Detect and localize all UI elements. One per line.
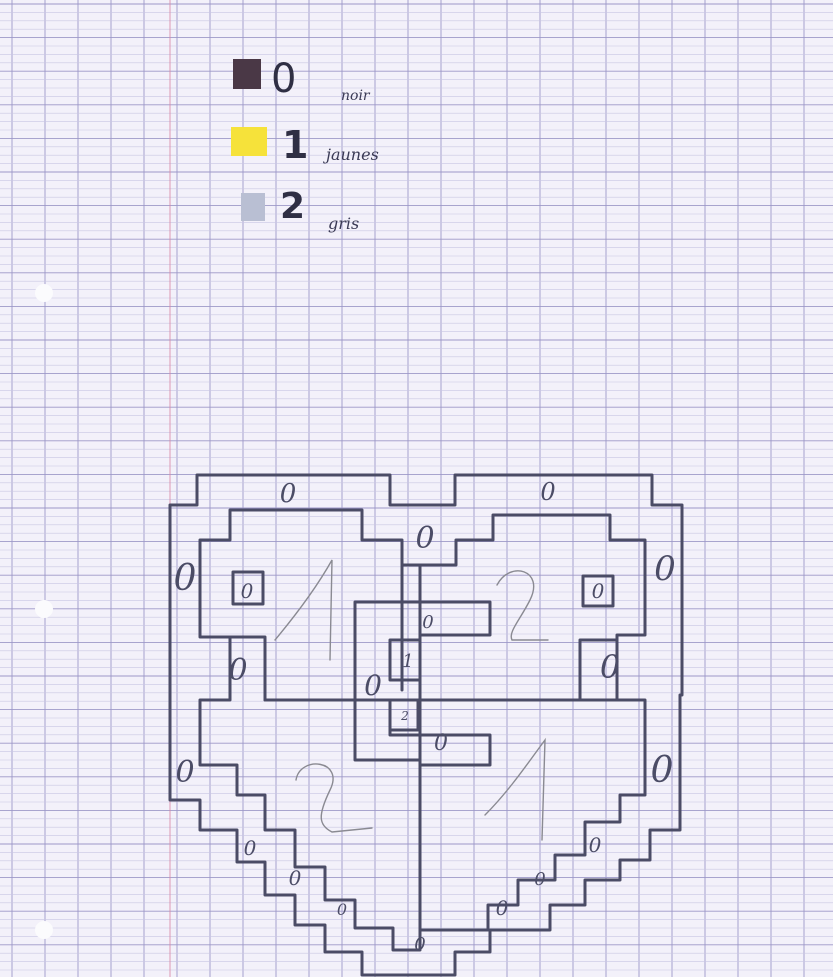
- cell-label-zero: 0: [289, 866, 302, 890]
- cell-label-zero: 0: [364, 669, 382, 702]
- legend-swatch-grey: [241, 193, 265, 221]
- cell-label-zero: 0: [414, 934, 425, 955]
- color-legend: 0 noir 1 jaunes 2 gris: [231, 56, 379, 233]
- cell-label-zero: 0: [415, 521, 434, 556]
- pencil-two-bottom: [296, 764, 372, 832]
- legend-number-0: 0: [271, 56, 296, 102]
- binder-hole-bottom: [35, 921, 53, 939]
- cell-label-zero: 0: [228, 653, 247, 688]
- legend-word-gris: gris: [328, 214, 359, 233]
- cell-label-zero: 0: [174, 558, 197, 599]
- legend-word-noir: noir: [341, 88, 371, 104]
- cell-label-zero: 0: [175, 755, 194, 790]
- legend-number-2: 2: [280, 186, 305, 227]
- cell-label-zero: 0: [600, 648, 620, 686]
- cell-label-zero: 0: [540, 478, 555, 506]
- cell-label-zero: 0: [337, 900, 347, 919]
- cell-label-zero: 0: [592, 579, 605, 603]
- binder-hole-middle: [35, 600, 53, 618]
- cell-label-zero: 0: [241, 579, 254, 603]
- cell-label-zero: 0: [496, 896, 509, 920]
- legend-number-1: 1: [282, 123, 308, 167]
- cell-label-zero: 0: [422, 612, 433, 633]
- cell-label-zero: 0: [280, 479, 297, 509]
- cell-label-zero: 0: [589, 833, 602, 857]
- cell-label-two: 2: [400, 709, 409, 723]
- cell-label-zero: 0: [434, 731, 448, 756]
- legend-word-jaunes: jaunes: [323, 145, 379, 164]
- legend-swatch-yellow: [231, 127, 267, 156]
- cell-label-zero: 0: [651, 750, 674, 791]
- binder-hole-top: [35, 284, 53, 302]
- cell-label-one: 1: [402, 651, 413, 672]
- cell-label-zero: 0: [534, 869, 545, 890]
- cell-label-zero: 0: [654, 549, 676, 589]
- legend-swatch-black: [233, 59, 261, 89]
- cell-label-zero: 0: [244, 836, 257, 860]
- heart-inner-ring: [200, 510, 645, 950]
- pencil-one-bottom: [485, 740, 545, 840]
